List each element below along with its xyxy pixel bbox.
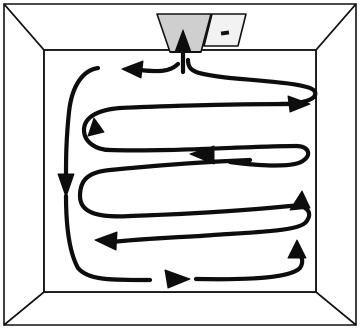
return-air-grille bbox=[204, 14, 246, 46]
right-wall-surface bbox=[316, 4, 356, 325]
back-wall bbox=[44, 50, 316, 292]
floor-surface bbox=[4, 292, 356, 325]
grille-panel bbox=[204, 14, 246, 46]
left-wall-surface bbox=[4, 4, 44, 325]
